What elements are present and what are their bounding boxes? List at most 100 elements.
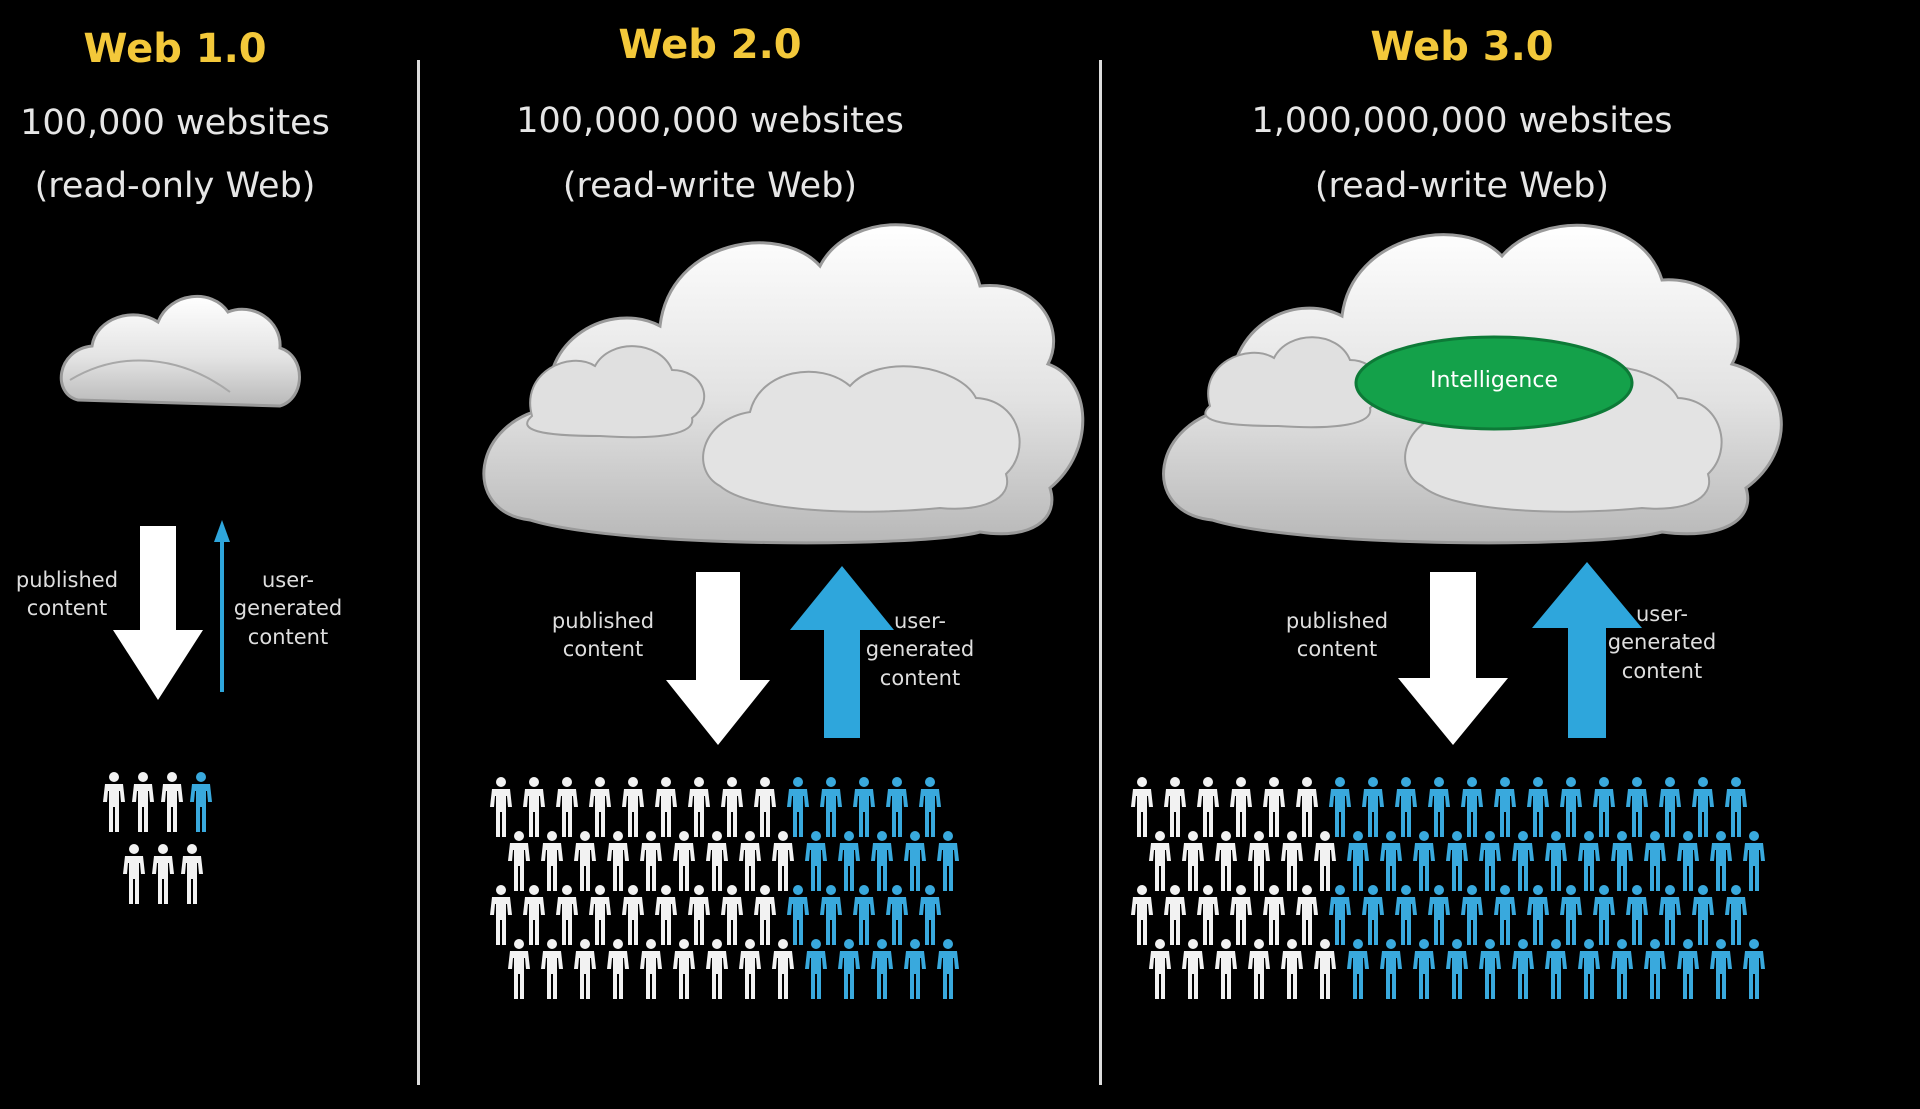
- person-icon: [754, 777, 776, 837]
- person-icon: [640, 939, 662, 999]
- person-icon: [886, 777, 908, 837]
- person-icon: [739, 831, 761, 891]
- intelligence-ellipse: [1354, 335, 1634, 431]
- person-icon: [1197, 885, 1219, 945]
- person-icon: [904, 939, 926, 999]
- panel-title: Web 2.0: [618, 22, 802, 68]
- person-icon: [1296, 777, 1318, 837]
- person-icon: [589, 777, 611, 837]
- person-icon: [1611, 939, 1633, 999]
- person-icon: [1644, 831, 1666, 891]
- person-icon: [1248, 939, 1270, 999]
- person-icon: [152, 844, 174, 904]
- person-icon: [1692, 885, 1714, 945]
- panel-title: Web 1.0: [83, 26, 267, 72]
- person-icon: [1362, 777, 1384, 837]
- person-icon: [589, 885, 611, 945]
- person-icon: [1677, 939, 1699, 999]
- user-generated-label: user- generated content: [1607, 602, 1717, 683]
- person-icon: [1512, 939, 1534, 999]
- person-icon: [1182, 831, 1204, 891]
- person-icon: [1314, 831, 1336, 891]
- intelligence-label: Intelligence: [1429, 368, 1558, 393]
- person-icon: [937, 939, 959, 999]
- panel-title: Web 3.0: [1370, 24, 1554, 70]
- cloud-icon: [1162, 223, 1783, 545]
- person-icon: [181, 844, 203, 904]
- person-icon: [1164, 885, 1186, 945]
- person-icon: [1281, 831, 1303, 891]
- person-icon: [655, 885, 677, 945]
- person-icon: [820, 885, 842, 945]
- person-icon: [739, 939, 761, 999]
- person-icon: [1428, 777, 1450, 837]
- person-icon: [1380, 831, 1402, 891]
- user-arrow-icon: [790, 566, 894, 738]
- person-icon: [838, 831, 860, 891]
- person-icon: [574, 939, 596, 999]
- person-icon: [1593, 777, 1615, 837]
- person-icon: [1314, 939, 1336, 999]
- person-icon: [1362, 885, 1384, 945]
- person-icon: [541, 831, 563, 891]
- person-icon: [919, 777, 941, 837]
- person-icon: [1494, 885, 1516, 945]
- person-icon: [1230, 777, 1252, 837]
- person-icon: [1131, 777, 1153, 837]
- person-icon: [1197, 777, 1219, 837]
- user-generated-label: user- generated content: [865, 609, 975, 690]
- web-mode: (read-only Web): [34, 166, 316, 206]
- person-icon: [1230, 885, 1252, 945]
- person-icon: [706, 831, 728, 891]
- person-icon: [1296, 885, 1318, 945]
- person-icon: [1281, 939, 1303, 999]
- person-icon: [853, 777, 875, 837]
- person-icon: [772, 939, 794, 999]
- person-icon: [1725, 885, 1747, 945]
- person-icon: [556, 885, 578, 945]
- person-icon: [1692, 777, 1714, 837]
- person-icon: [820, 777, 842, 837]
- person-icon: [721, 777, 743, 837]
- websites-count: 100,000,000 websites: [516, 101, 904, 141]
- person-icon: [1149, 831, 1171, 891]
- person-icon: [1512, 831, 1534, 891]
- person-icon: [853, 885, 875, 945]
- person-icon: [1743, 939, 1765, 999]
- person-icon: [1725, 777, 1747, 837]
- published-label: published content: [15, 568, 119, 621]
- person-icon: [754, 885, 776, 945]
- web3-art: [1131, 223, 1783, 999]
- web2-art: [482, 223, 1085, 999]
- published-label: published content: [551, 609, 655, 662]
- person-icon: [1380, 939, 1402, 999]
- person-icon: [1659, 777, 1681, 837]
- web1-art: [59, 294, 301, 904]
- panel-web-2: Web 2.0 100,000,000 websites (read-write…: [420, 0, 1099, 1109]
- person-icon: [1578, 939, 1600, 999]
- person-icon: [1659, 885, 1681, 945]
- person-icon: [1215, 831, 1237, 891]
- person-icon: [1263, 885, 1285, 945]
- person-icon: [1611, 831, 1633, 891]
- person-icon: [1413, 939, 1435, 999]
- person-icon: [772, 831, 794, 891]
- person-icon: [655, 777, 677, 837]
- person-icon: [607, 939, 629, 999]
- person-icon: [871, 939, 893, 999]
- person-icon: [787, 777, 809, 837]
- person-icon: [541, 939, 563, 999]
- person-icon: [1461, 885, 1483, 945]
- panel-web-3: Web 3.0 1,000,000,000 websites (read-wri…: [1102, 0, 1920, 1109]
- person-icon: [508, 831, 530, 891]
- person-icon: [1413, 831, 1435, 891]
- person-icon: [871, 831, 893, 891]
- person-icon: [523, 777, 545, 837]
- person-icon: [937, 831, 959, 891]
- person-icon: [919, 885, 941, 945]
- person-icon: [787, 885, 809, 945]
- person-icon: [1479, 939, 1501, 999]
- person-icon: [607, 831, 629, 891]
- person-icon: [1710, 939, 1732, 999]
- websites-count: 100,000 websites: [20, 103, 330, 143]
